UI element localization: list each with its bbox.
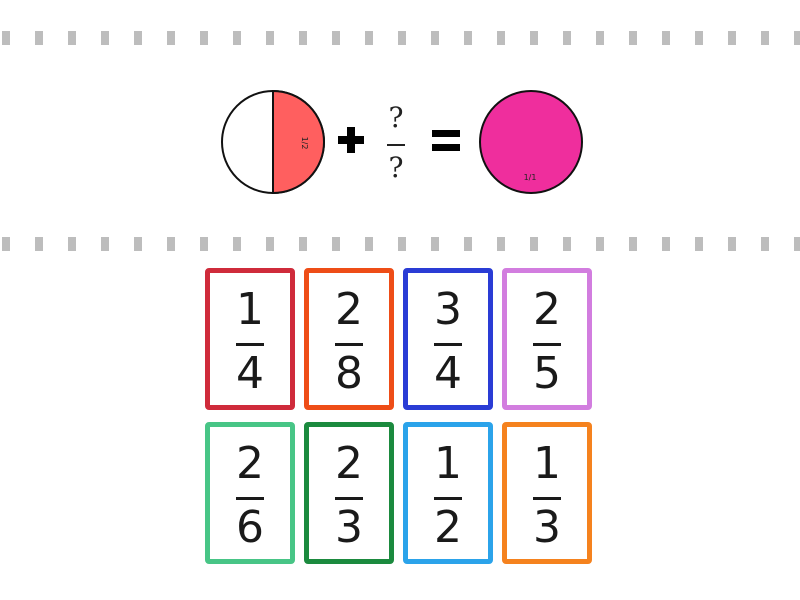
unknown-fraction-bar [387,144,405,146]
divider-dash [332,237,340,251]
divider-dash [68,237,76,251]
card-denominator: 8 [335,348,363,399]
divider-dash [497,237,505,251]
card-fraction-bar [533,343,561,346]
divider-dash [365,237,373,251]
card-numerator: 1 [434,438,462,489]
divider-dash [101,237,109,251]
divider-dash [398,31,406,45]
unknown-numerator: ? [388,101,404,134]
fraction-card-1-4[interactable]: 1 4 [205,268,295,410]
divider-dash [662,31,670,45]
card-numerator: 2 [236,438,264,489]
divider-dash [134,31,142,45]
half-pie-filled-slice [272,89,325,195]
divider-dash [563,237,571,251]
card-numerator: 2 [335,284,363,335]
divider-dash [35,237,43,251]
half-pie: 1/2 [221,89,325,195]
card-fraction-bar [434,343,462,346]
unknown-denominator: ? [388,151,404,184]
card-denominator: 6 [236,502,264,553]
card-fraction-bar [533,497,561,500]
fraction-card-2-3[interactable]: 2 3 [304,422,394,564]
divider-dash [695,31,703,45]
divider-dash [728,237,736,251]
unknown-fraction: ? ? [380,100,412,190]
card-numerator: 3 [434,284,462,335]
divider-dash [530,31,538,45]
card-numerator: 2 [533,284,561,335]
divider-dash [596,31,604,45]
fraction-card-3-4[interactable]: 3 4 [403,268,493,410]
divider-dash [596,237,604,251]
card-fraction-bar [236,343,264,346]
card-denominator: 4 [236,348,264,399]
divider-dash [68,31,76,45]
card-numerator: 2 [335,438,363,489]
divider-dash [431,31,439,45]
divider-dash [629,31,637,45]
divider-dash [497,31,505,45]
card-denominator: 3 [335,502,363,553]
divider-dash [563,31,571,45]
divider-dash [101,31,109,45]
divider-dash [35,31,43,45]
card-numerator: 1 [533,438,561,489]
divider-dash [695,237,703,251]
plus-sign [338,127,364,153]
divider-dash [200,31,208,45]
divider-dash [794,31,800,45]
divider-dash [233,31,241,45]
divider-dash [464,237,472,251]
card-fraction-bar [236,497,264,500]
divider-dash [266,237,274,251]
divider-dash [662,237,670,251]
divider-dash [167,237,175,251]
card-denominator: 3 [533,502,561,553]
half-pie-label: 1/2 [300,137,309,150]
divider-dash [794,237,800,251]
card-fraction-bar [434,497,462,500]
divider-dash [761,31,769,45]
divider-dash [167,31,175,45]
divider-dash [134,237,142,251]
card-denominator: 2 [434,502,462,553]
fraction-card-1-2[interactable]: 1 2 [403,422,493,564]
whole-pie-filled [479,90,583,194]
divider-dash [299,237,307,251]
whole-pie-label: 1/1 [524,173,537,182]
card-denominator: 4 [434,348,462,399]
divider-dash [431,237,439,251]
divider-dash [398,237,406,251]
top-dashed-divider [0,31,800,45]
card-denominator: 5 [533,348,561,399]
whole-pie: 1/1 [479,90,583,194]
divider-dash [464,31,472,45]
fraction-card-2-5[interactable]: 2 5 [502,268,592,410]
divider-dash [266,31,274,45]
divider-dash [530,237,538,251]
equals-sign [432,130,460,152]
divider-dash [761,237,769,251]
fraction-card-2-6[interactable]: 2 6 [205,422,295,564]
divider-dash [200,237,208,251]
card-fraction-bar [335,497,363,500]
divider-dash [2,31,10,45]
fraction-card-1-3[interactable]: 1 3 [502,422,592,564]
divider-dash [365,31,373,45]
fraction-card-2-8[interactable]: 2 8 [304,268,394,410]
divider-dash [332,31,340,45]
card-numerator: 1 [236,284,264,335]
divider-dash [233,237,241,251]
divider-dash [728,31,736,45]
divider-dash [299,31,307,45]
answer-cards: 1 4 2 8 3 4 2 5 2 6 2 3 1 [205,268,597,568]
middle-dashed-divider [0,237,800,251]
divider-dash [629,237,637,251]
divider-dash [2,237,10,251]
equation-area: 1/2 ? ? 1/1 [0,0,800,240]
card-fraction-bar [335,343,363,346]
